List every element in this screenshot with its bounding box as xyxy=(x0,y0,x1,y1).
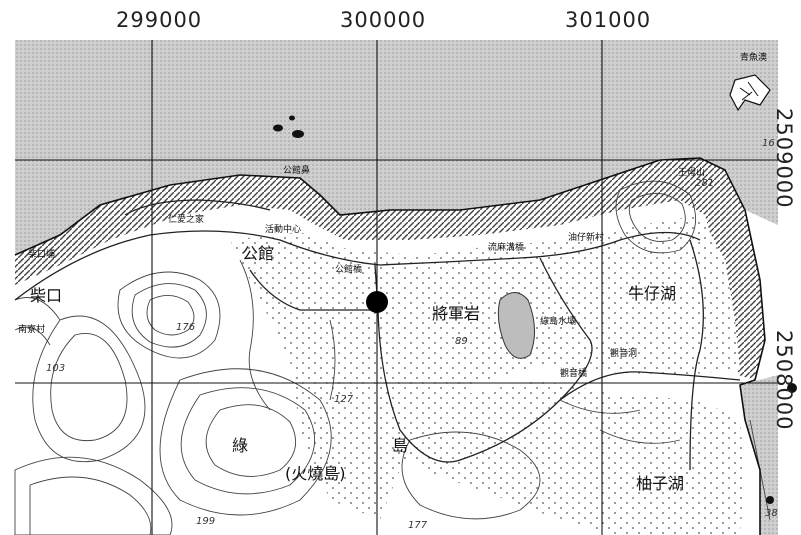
label-gongguan-nose: 公館鼻 xyxy=(283,166,311,176)
label-qingyu: 青魚澳 xyxy=(740,53,768,63)
label-liumagou-bridge: 流麻溝橋 xyxy=(488,243,525,253)
easting-label-299000: 299000 xyxy=(116,8,203,32)
easting-label-301000: 301000 xyxy=(565,8,652,32)
label-youzihu: 柚子湖 xyxy=(636,474,685,493)
coastline xyxy=(14,157,766,535)
label-guanyin-bridge: 觀音橋 xyxy=(560,369,588,379)
elevation-127: 127 xyxy=(334,394,354,405)
edge-marker-1 xyxy=(787,383,797,393)
label-gongguan: 公館 xyxy=(242,244,275,263)
elevation-89: 89 xyxy=(455,336,468,347)
grid-lines xyxy=(15,40,778,535)
easting-label-300000: 300000 xyxy=(340,8,427,32)
location-marker xyxy=(366,291,388,313)
elevation-103: 103 xyxy=(46,363,66,374)
reservoir xyxy=(497,292,535,359)
sea-area xyxy=(15,40,778,255)
elevation-177: 177 xyxy=(408,520,428,531)
coastal-cliffs xyxy=(15,158,765,380)
label-huoshaodao: (火燒島) xyxy=(285,464,346,483)
coastal-plain xyxy=(230,215,740,520)
label-wangmushan: 王母山 xyxy=(678,168,706,178)
label-dao: 島 xyxy=(392,436,409,455)
elevation-281: 281 xyxy=(695,178,715,189)
elevation-176: 176 xyxy=(176,322,196,333)
label-jiangjunyan: 將軍岩 xyxy=(432,304,481,323)
label-nanliao-village: 南寮村 xyxy=(18,325,46,335)
elevation-38: 38 xyxy=(765,508,778,519)
label-chaikou-pu: 柴口埔 xyxy=(28,250,56,260)
northing-label-2508000: 2508000 xyxy=(772,330,796,431)
coastal-plain-2 xyxy=(380,380,745,535)
edge-marker-2 xyxy=(766,496,774,504)
label-niuzaihu: 牛仔湖 xyxy=(628,284,677,303)
elevation-199: 199 xyxy=(196,516,216,527)
islets xyxy=(273,115,304,138)
northing-label-2509000: 2509000 xyxy=(772,108,796,209)
label-dam: 綠島水壩 xyxy=(540,317,577,327)
label-chaikou: 柴口 xyxy=(30,286,63,305)
label-guanyin-cave: 觀音洞 xyxy=(610,349,638,359)
label-lu: 綠 xyxy=(232,436,249,455)
label-activity-center: 活動中心 xyxy=(265,225,302,235)
sea-area-east xyxy=(740,375,778,535)
roads xyxy=(14,199,741,471)
label-renaizhijia: 仁愛之家 xyxy=(168,215,205,225)
elevation-16: 16 xyxy=(762,138,775,149)
label-gongguan-bridge: 公館橋 xyxy=(335,265,363,275)
label-youzai-village: 油仔新村 xyxy=(568,233,605,243)
rock-islet xyxy=(729,74,771,112)
